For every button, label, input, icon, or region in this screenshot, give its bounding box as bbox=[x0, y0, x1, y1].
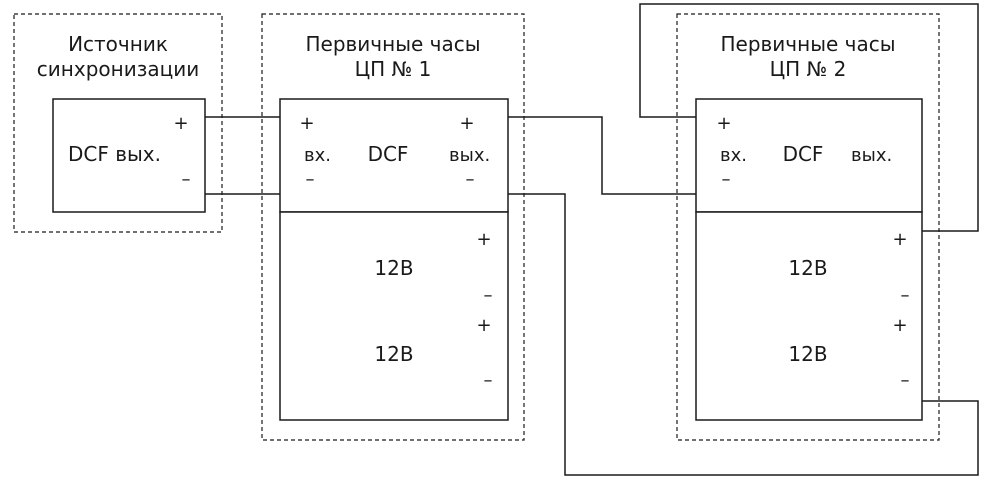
clock1-in-plus-sign: + bbox=[299, 113, 314, 134]
clock1-title-line2: ЦП № 1 bbox=[355, 57, 432, 81]
clock2-title-line1: Первичные часы bbox=[720, 32, 895, 56]
clock2-psu2-minus-sign: – bbox=[901, 370, 910, 391]
clock1-psu1-minus-sign: – bbox=[484, 285, 493, 306]
clock2-psu1-plus-sign: + bbox=[892, 229, 907, 250]
clock2-title-line2: ЦП № 2 bbox=[770, 57, 847, 81]
wire-clock1-out-plus bbox=[508, 116, 696, 195]
clock2-enclosure bbox=[676, 13, 940, 441]
source-enclosure bbox=[13, 13, 223, 233]
clock2-psu-box bbox=[695, 211, 923, 421]
wires bbox=[205, 3, 979, 476]
clock1-psu2-plus-sign: + bbox=[476, 315, 491, 336]
clock1-psu-box bbox=[279, 211, 509, 421]
clock1-enclosure bbox=[261, 13, 525, 441]
source-dcf-box bbox=[52, 98, 206, 213]
clock2-in-label: вх. bbox=[720, 145, 747, 166]
clock1-in-minus-sign: – bbox=[306, 169, 315, 190]
source-title-line2: синхронизации bbox=[37, 57, 199, 81]
clock1-psu2-label: 12В bbox=[374, 342, 413, 366]
clock1-dcf-box bbox=[279, 98, 509, 213]
clock2-in-minus-sign: – bbox=[722, 169, 731, 190]
wire-clock2-in-plus bbox=[639, 3, 979, 232]
clock1-out-minus-sign: – bbox=[466, 169, 475, 190]
source-minus-sign: – bbox=[182, 169, 191, 190]
source-dcf-label: DCF вых. bbox=[68, 142, 161, 166]
clock2-psu1-label: 12В bbox=[788, 256, 827, 280]
clock2-psu2-plus-sign: + bbox=[892, 315, 907, 336]
clock2-psu2-label: 12В bbox=[788, 342, 827, 366]
source-title-line1: Источник bbox=[68, 32, 168, 56]
clock1-title-line1: Первичные часы bbox=[305, 32, 480, 56]
clock2-dcf-box bbox=[695, 98, 923, 213]
clock2-out-label: вых. bbox=[851, 145, 892, 166]
clock1-psu1-label: 12В bbox=[374, 256, 413, 280]
clock1-psu2-minus-sign: – bbox=[484, 370, 493, 391]
source-plus-sign: + bbox=[173, 113, 188, 134]
clock1-out-plus-sign: + bbox=[459, 113, 474, 134]
clock1-out-label: вых. bbox=[449, 145, 490, 166]
clock1-psu1-plus-sign: + bbox=[476, 229, 491, 250]
clock1-in-label: вх. bbox=[304, 145, 331, 166]
clock2-psu1-minus-sign: – bbox=[901, 285, 910, 306]
clock1-dcf-label: DCF bbox=[368, 142, 409, 166]
wire-clock1-out-minus bbox=[508, 193, 979, 476]
clock2-dcf-label: DCF bbox=[783, 142, 824, 166]
clock2-in-plus-sign: + bbox=[716, 113, 731, 134]
